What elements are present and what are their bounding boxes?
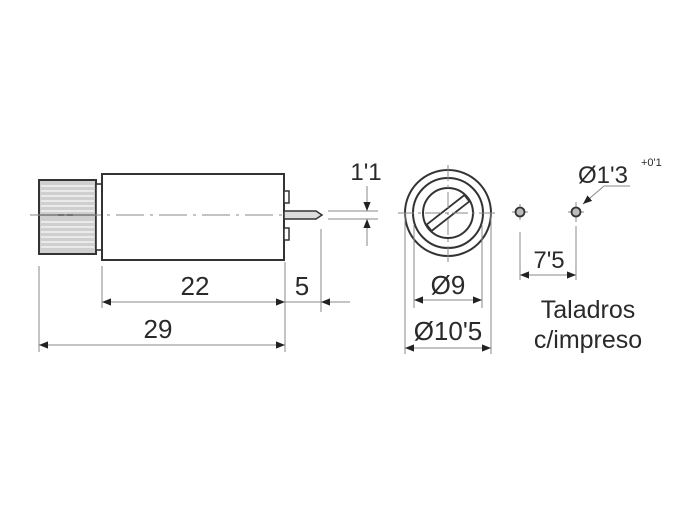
front-view — [398, 165, 498, 262]
hole-tolerance-label: +0'1 — [641, 157, 662, 169]
caption-line-2: c/impreso — [534, 326, 642, 354]
knurled-cap — [38, 179, 103, 255]
fuse-holder-body — [101, 173, 285, 261]
total-length-dimension: 29 — [39, 314, 285, 349]
outer-diameter-dimension: Ø10'5 — [405, 316, 491, 352]
side-view — [30, 173, 324, 261]
pcb-hole-pattern: Ø1'3 +0'1 7'5 Taladros c/impreso — [512, 157, 662, 354]
pin-diameter-dimension: 1'1 — [328, 159, 382, 246]
inner-diameter-label: Ø9 — [431, 270, 466, 300]
hole-spacing-label: 7'5 — [533, 247, 564, 274]
inner-diameter-dimension: Ø9 — [414, 270, 482, 304]
outer-diameter-label: Ø10'5 — [414, 316, 483, 346]
pcb-hole-right — [568, 202, 584, 222]
pcb-hole-left — [512, 204, 528, 220]
hole-diameter-label: Ø1'3 — [578, 162, 628, 189]
pin-length-dimension: 5 — [285, 271, 350, 306]
front-extension-lines — [404, 213, 492, 354]
rear-tab-top — [283, 190, 290, 204]
body-length-dimension: 22 — [102, 271, 285, 306]
pin-length-label: 5 — [295, 271, 309, 301]
body-length-label: 22 — [181, 271, 210, 301]
pin-diameter-label: 1'1 — [350, 159, 381, 186]
total-length-label: 29 — [144, 314, 173, 344]
terminal-pin — [283, 210, 324, 220]
caption-line-1: Taladros — [541, 296, 636, 324]
rear-tab-bottom — [283, 227, 290, 241]
